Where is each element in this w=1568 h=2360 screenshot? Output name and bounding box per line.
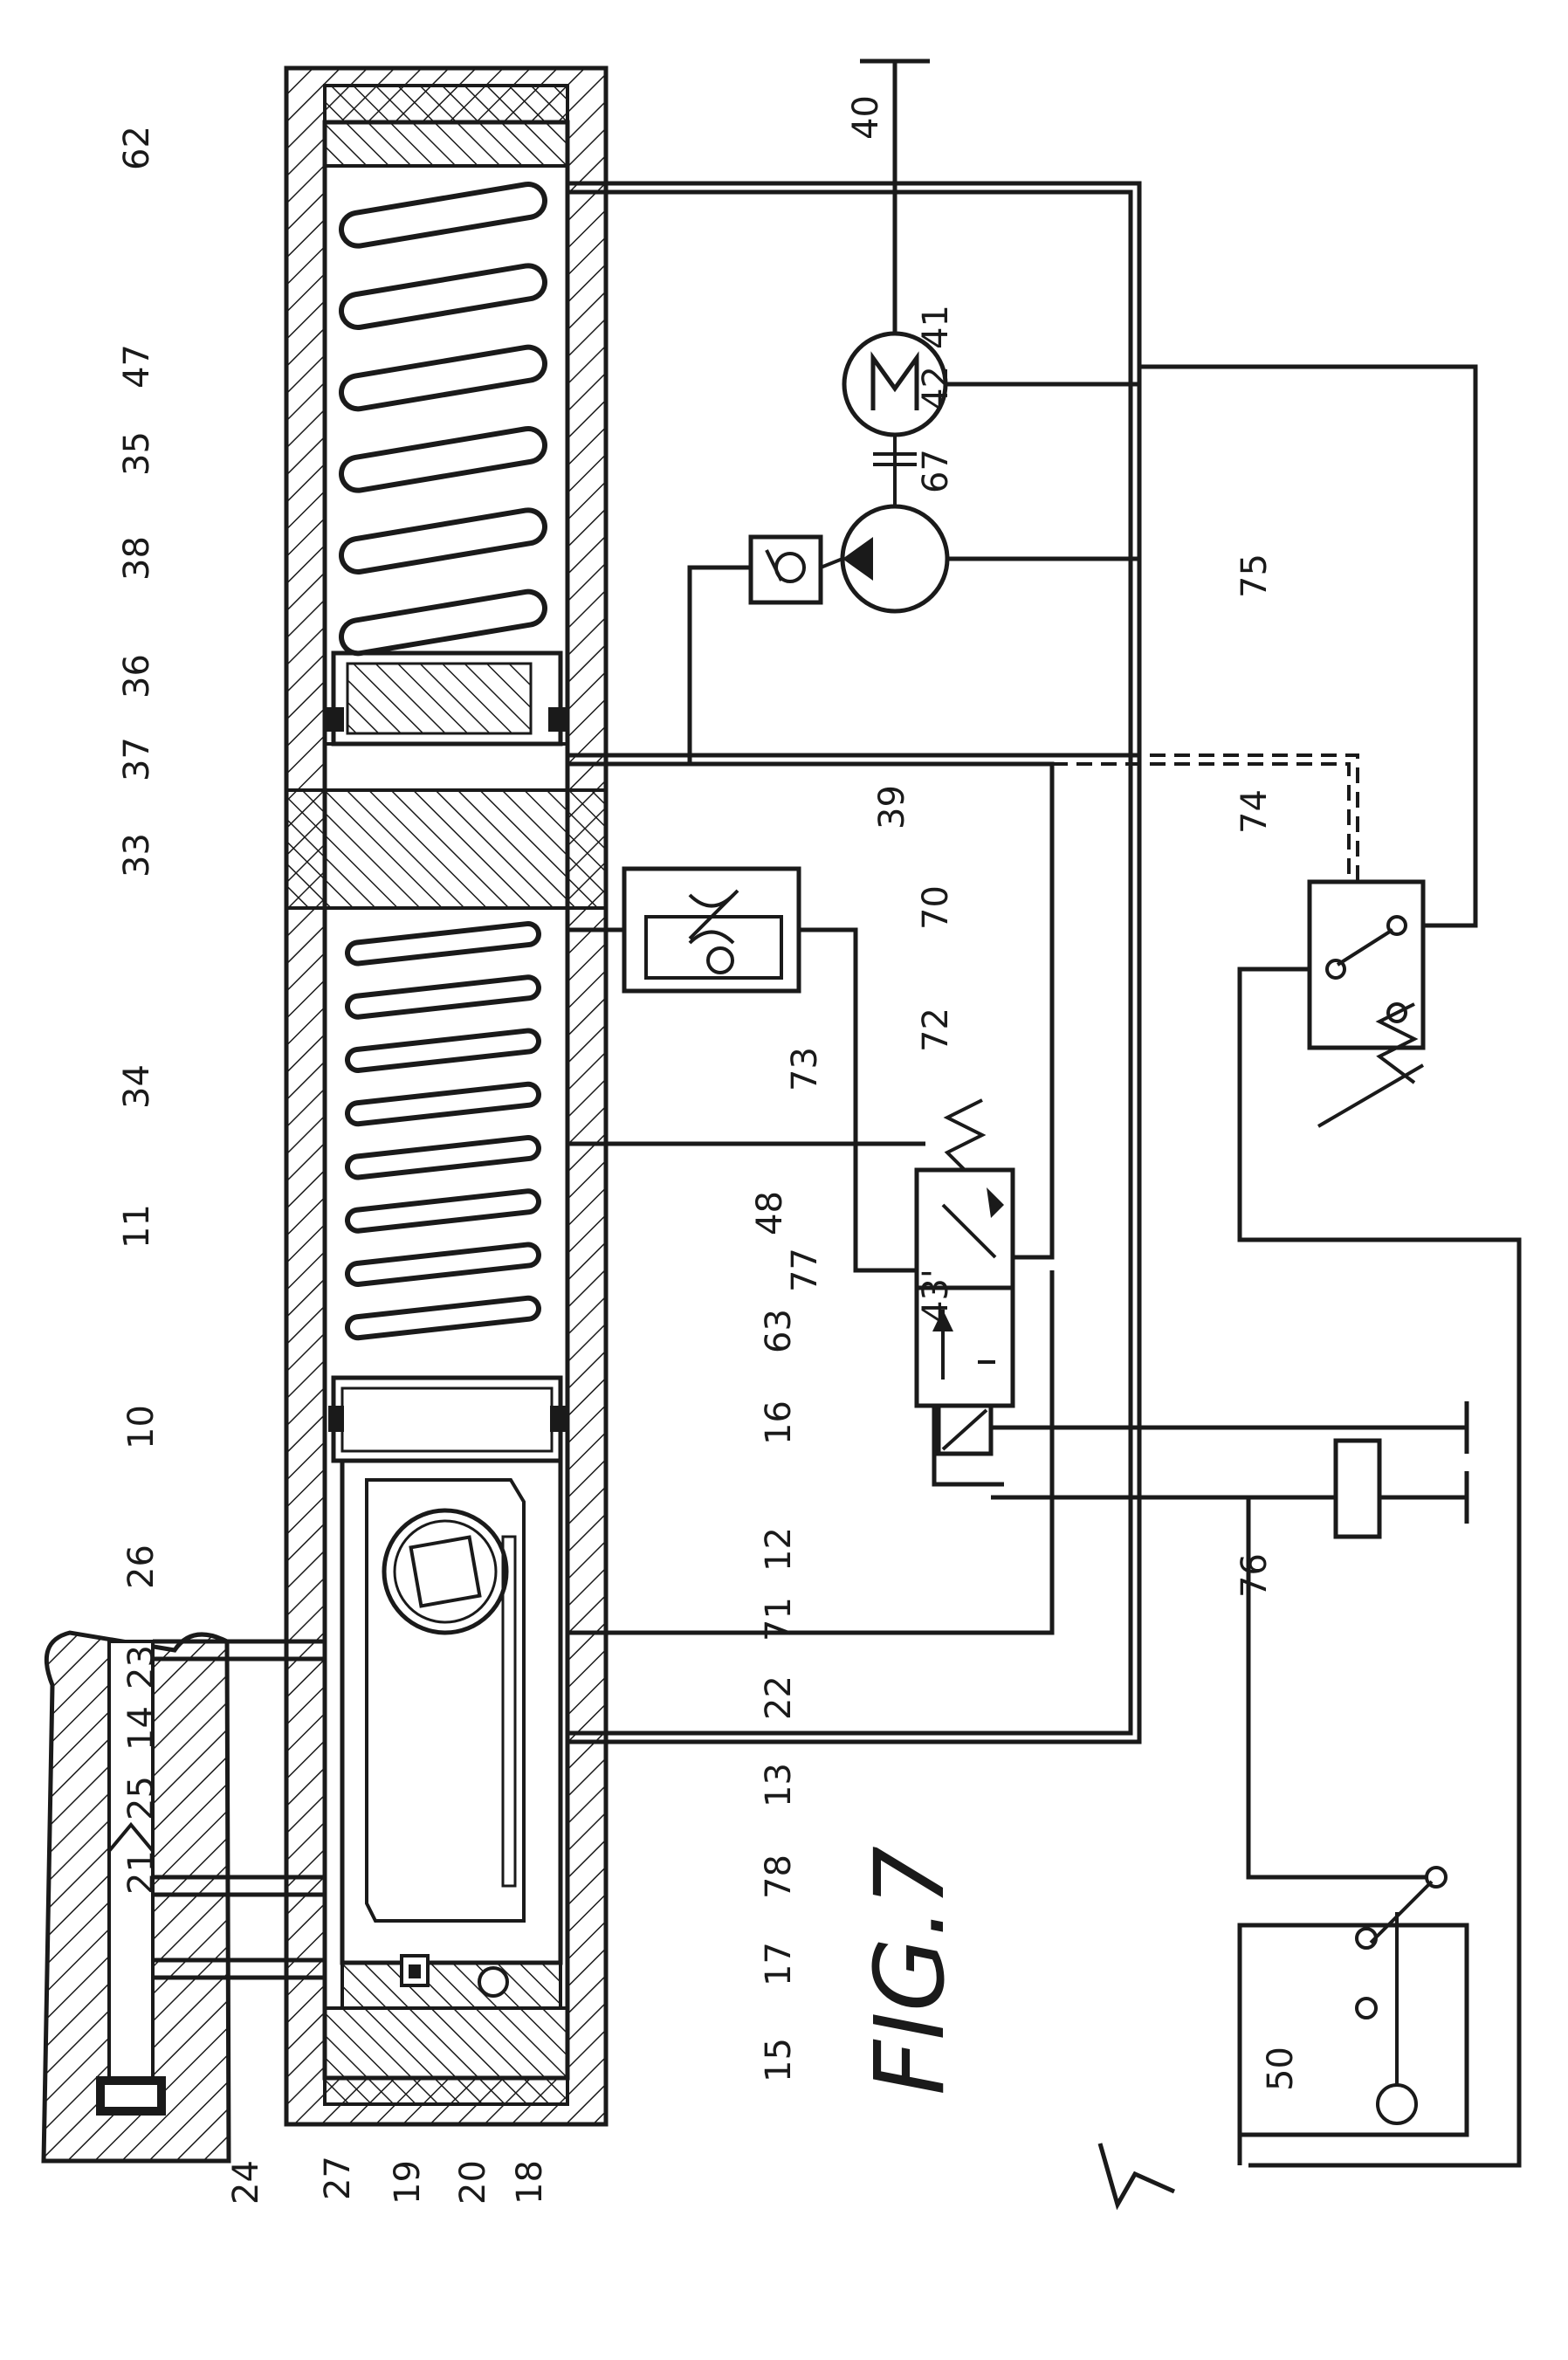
- flow-control-73: [624, 869, 799, 991]
- electrical-circuit: [991, 367, 1519, 2165]
- end-cap-62: [325, 86, 567, 166]
- ref-label-24: 24: [226, 2160, 266, 2205]
- ref-label-62: 62: [117, 126, 157, 170]
- figure-title: FIG.7: [854, 1846, 966, 2095]
- ref-label-27: 27: [318, 2156, 358, 2200]
- ref-label-47: 47: [117, 344, 157, 389]
- pump-42: [842, 506, 1139, 611]
- ref-label-34: 34: [117, 1064, 157, 1109]
- ref-label-12: 12: [759, 1527, 799, 1572]
- ref-label-40: 40: [846, 95, 886, 140]
- end-cap-27: [325, 2008, 567, 2104]
- ref-label-18: 18: [510, 2160, 550, 2205]
- ref-label-38: 38: [117, 536, 157, 581]
- ref-label-23: 23: [121, 1645, 162, 1689]
- check-valve-67: [751, 537, 842, 602]
- ref-label-21: 21: [121, 1850, 162, 1895]
- power-symbol: [1100, 2143, 1174, 2205]
- ref-label-73: 73: [785, 1047, 825, 1091]
- ref-label-48: 48: [750, 1191, 790, 1235]
- ref-label-10: 10: [121, 1405, 162, 1449]
- ref-label-20: 20: [453, 2160, 493, 2205]
- motor-41: [844, 61, 1139, 506]
- partition-33: [286, 790, 606, 908]
- ref-label-14: 14: [121, 1706, 162, 1751]
- switch-50: [1240, 1868, 1467, 2135]
- ref-label-70: 70: [916, 885, 956, 930]
- ref-label-36: 36: [117, 654, 157, 698]
- ref-label-50: 50: [1261, 2047, 1301, 2091]
- dashed-line-75: [1052, 755, 1358, 882]
- ref-label-78: 78: [759, 1854, 799, 1899]
- ref-label-26: 26: [121, 1545, 162, 1589]
- ref-label-19: 19: [388, 2160, 428, 2205]
- ref-label-15: 15: [759, 2038, 799, 2082]
- valve-block-15: [342, 1956, 560, 2008]
- square-shaft-12: [411, 1538, 480, 1607]
- ref-label-16: 16: [759, 1400, 799, 1445]
- piston-36: [327, 653, 566, 744]
- ref-label-22: 22: [759, 1675, 799, 1720]
- ref-label-43: 43': [916, 1269, 956, 1323]
- pressure-switch-74: [1310, 882, 1423, 1126]
- ref-label-77: 77: [785, 1248, 825, 1292]
- ref-label-11: 11: [117, 1204, 157, 1249]
- slider-14: [342, 1461, 560, 1963]
- ref-label-74: 74: [1234, 789, 1275, 834]
- ref-label-37: 37: [117, 737, 157, 781]
- relay-76: [1336, 1441, 1379, 1537]
- ref-label-72: 72: [916, 1008, 956, 1052]
- ref-label-35: 35: [117, 431, 157, 476]
- ref-label-17: 17: [759, 1942, 799, 1986]
- ref-label-41: 41: [916, 305, 956, 349]
- ref-label-75: 75: [1234, 554, 1275, 598]
- ref-label-71: 71: [759, 1597, 799, 1641]
- ref-label-76: 76: [1234, 1553, 1275, 1598]
- ref-label-42: 42: [916, 366, 956, 410]
- ref-label-25: 25: [121, 1776, 162, 1820]
- ref-label-67: 67: [916, 449, 956, 493]
- ref-label-13: 13: [759, 1763, 799, 1807]
- ref-label-39: 39: [872, 785, 912, 829]
- ref-label-63: 63: [759, 1309, 799, 1353]
- piston-16: [328, 1378, 566, 1461]
- ref-label-33: 33: [117, 833, 157, 877]
